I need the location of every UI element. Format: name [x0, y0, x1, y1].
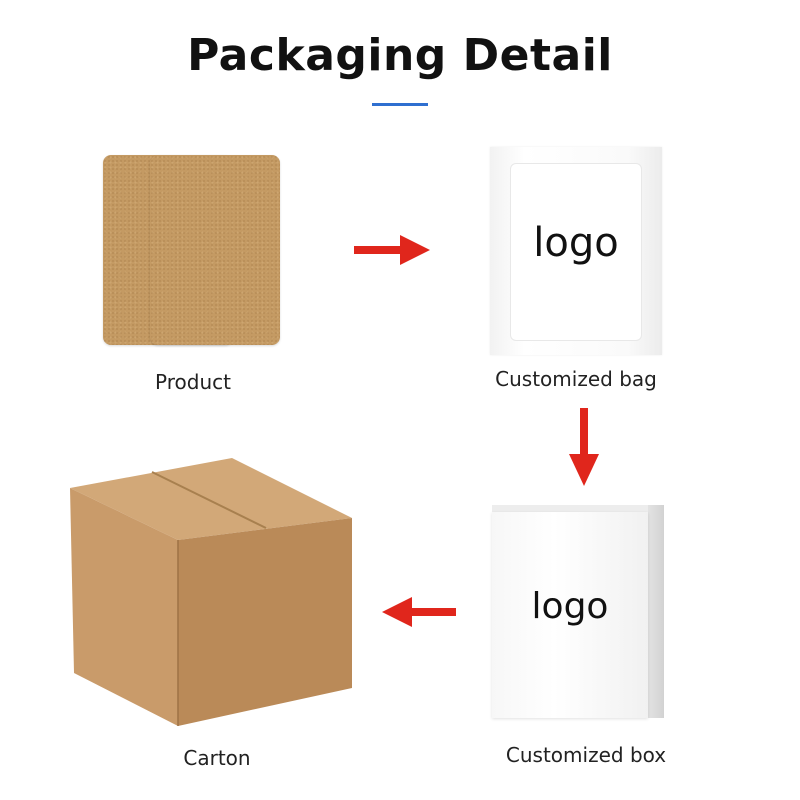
customized-bag-image: logo	[490, 147, 662, 355]
arrow-left-icon	[382, 597, 456, 627]
bag-label-area: logo	[510, 163, 642, 341]
carton-left-face	[70, 488, 178, 726]
box-logo-text: logo	[531, 586, 609, 627]
box-caption: Customized box	[505, 743, 667, 767]
box-side	[648, 505, 664, 718]
title-underline	[372, 103, 428, 106]
bag-caption: Customized bag	[495, 367, 657, 391]
page-title: Packaging Detail	[187, 30, 613, 81]
box-top	[492, 505, 664, 512]
carton-right-face	[178, 518, 352, 726]
carton-caption: Carton	[183, 746, 251, 770]
bag-logo-text: logo	[533, 220, 619, 266]
arrow-down-icon	[569, 408, 599, 486]
carton-image	[70, 458, 352, 726]
carton-top	[70, 458, 352, 540]
box-front: logo	[492, 512, 648, 718]
arrow-right-icon	[354, 235, 430, 265]
product-pad-front	[150, 155, 280, 345]
product-caption: Product	[155, 370, 231, 394]
